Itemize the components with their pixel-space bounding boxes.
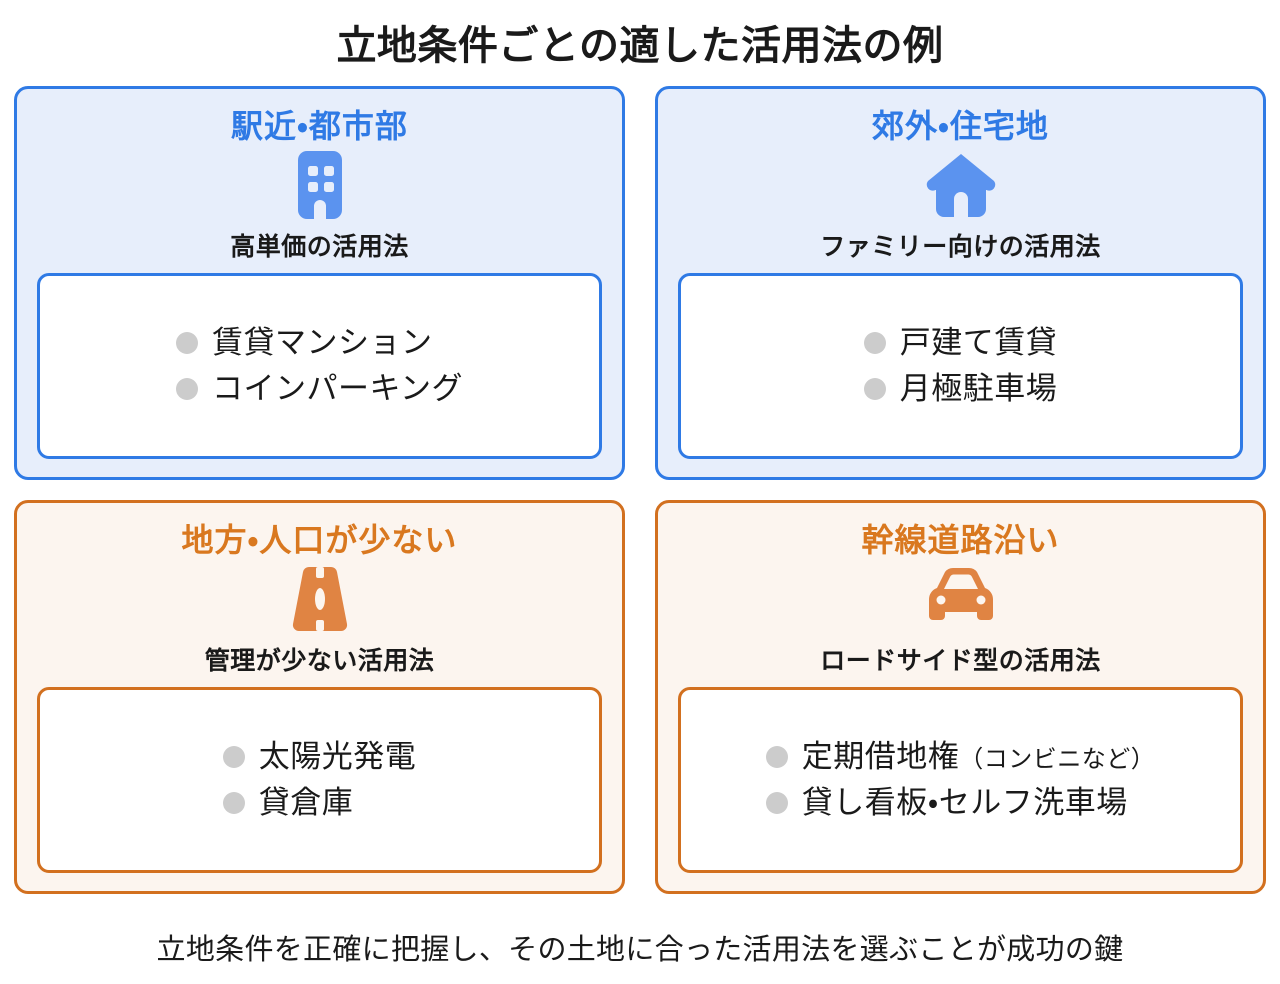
card-items-box: 定期借地権（コンビニなど） 貸し看板・セルフ洗車場 <box>678 687 1243 873</box>
card-subtitle: 管理が少ない活用法 <box>204 647 435 676</box>
page-title: 立地条件ごとの適した活用法の例 <box>336 24 944 68</box>
card-items-list: 賃貸マンション コインパーキング <box>175 322 464 410</box>
bullet-icon <box>175 378 198 401</box>
list-item-label: 賃貸マンション <box>211 325 433 361</box>
list-item: コインパーキング <box>175 368 464 410</box>
bullet-icon <box>863 378 886 401</box>
bullet-icon <box>175 332 198 355</box>
list-item: 貸倉庫 <box>222 782 417 824</box>
list-item: 月極駐車場 <box>863 368 1058 410</box>
house-icon <box>925 149 997 221</box>
card-items-list: 戸建て賃貸 月極駐車場 <box>863 322 1058 410</box>
card-subtitle: ロードサイド型の活用法 <box>820 647 1101 676</box>
list-item-main-text: 定期借地権 <box>801 739 960 775</box>
card-items-box: 太陽光発電 貸倉庫 <box>37 687 602 873</box>
card-heading: 駅近・都市部 <box>231 108 408 144</box>
list-item-label: 貸し看板・セルフ洗車場 <box>801 785 1128 821</box>
card-subtitle: ファミリー向けの活用法 <box>820 233 1101 262</box>
list-item-label: 戸建て賃貸 <box>899 325 1058 361</box>
list-item: 貸し看板・セルフ洗車場 <box>765 782 1156 824</box>
list-item-label: 定期借地権（コンビニなど） <box>802 736 1156 778</box>
bullet-icon <box>863 332 886 355</box>
building-icon <box>294 149 346 221</box>
card-items-list: 定期借地権（コンビニなど） 貸し看板・セルフ洗車場 <box>765 736 1156 824</box>
list-item-label: コインパーキング <box>211 371 464 407</box>
card-subtitle: 高単価の活用法 <box>230 233 409 262</box>
list-item: 定期借地権（コンビニなど） <box>765 736 1156 778</box>
card-items-list: 太陽光発電 貸倉庫 <box>222 736 417 824</box>
list-item-label: 太陽光発電 <box>258 739 417 775</box>
card-heading: 地方・人口が少ない <box>181 522 458 558</box>
card-heading: 幹線道路沿い <box>861 522 1060 558</box>
list-item-note: （コンビニなど） <box>959 746 1156 774</box>
list-item: 太陽光発電 <box>222 736 417 778</box>
car-icon <box>921 563 1001 635</box>
list-item: 戸建て賃貸 <box>863 322 1058 364</box>
bullet-icon <box>765 746 788 769</box>
card-suburb-residential: 郊外・住宅地 ファミリー向けの活用法 戸建て賃貸 月極駐車場 <box>655 86 1266 480</box>
bullet-icon <box>222 792 245 815</box>
card-heading: 郊外・住宅地 <box>872 108 1049 144</box>
road-icon <box>289 563 351 635</box>
card-highway-roadside: 幹線道路沿い ロードサイド型の活用法 定期借地権（コンビニなど） <box>655 500 1266 894</box>
list-item-label: 貸倉庫 <box>258 785 354 821</box>
bullet-icon <box>222 746 245 769</box>
bullet-icon <box>765 792 788 815</box>
list-item-label: 月極駐車場 <box>899 371 1058 407</box>
card-items-box: 賃貸マンション コインパーキング <box>37 273 602 459</box>
list-item: 賃貸マンション <box>175 322 463 364</box>
footer-note: 立地条件を正確に把握し、その土地に合った活用法を選ぶことが成功の鍵 <box>156 934 1124 966</box>
card-rural-lowpopulation: 地方・人口が少ない 管理が少ない活用法 太陽光発電 <box>14 500 625 894</box>
card-station-urban: 駅近・都市部 高単価の活用法 賃貸マンション <box>14 86 625 480</box>
card-items-box: 戸建て賃貸 月極駐車場 <box>678 273 1243 459</box>
card-grid: 駅近・都市部 高単価の活用法 賃貸マンション <box>14 86 1266 894</box>
